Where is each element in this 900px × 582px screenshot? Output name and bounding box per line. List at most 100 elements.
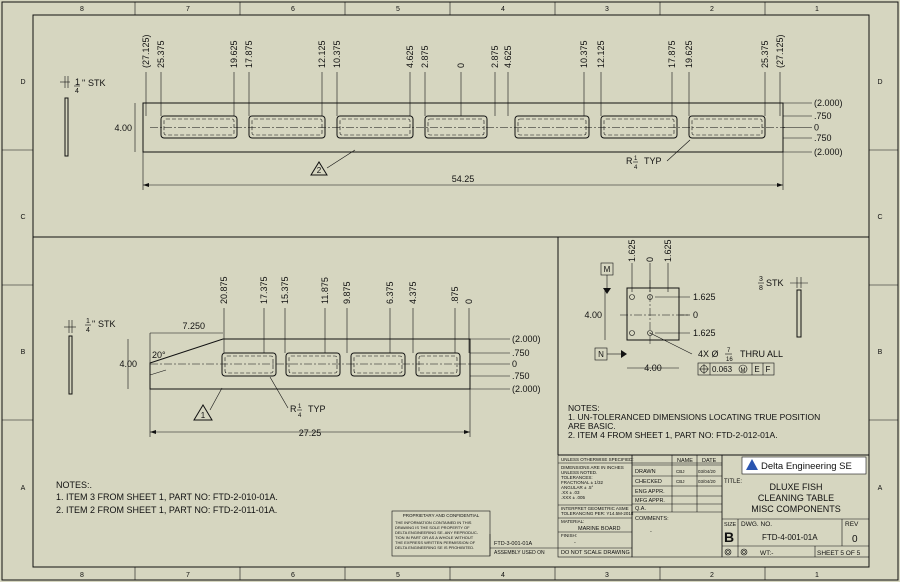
col-label-bottom: 6 (291, 572, 295, 579)
approval-label: CHECKED (635, 479, 662, 485)
spec-interp2: TOLERANCING PER: Y14.5M-2018 (561, 511, 634, 516)
view3-fcf-modifier: M (741, 368, 746, 374)
approval-comment: - (650, 529, 652, 535)
col-label-bottom: 3 (605, 572, 609, 579)
view1-top-dim: 17.875 (667, 40, 677, 68)
view1-stock-label: STK (88, 78, 106, 88)
view1-slot-hidden (427, 118, 485, 136)
view1-slot (160, 115, 238, 139)
size-value: B (724, 529, 734, 545)
view2-note-flag (193, 404, 213, 421)
col-label-top: 1 (815, 6, 819, 13)
proprietary-line: THE EXPRESS WRITTEN PERMISSION OF (395, 540, 476, 545)
view1-top-dim: 4.625 (503, 45, 513, 68)
view1-top-dim: (27.125) (141, 34, 151, 68)
view2-top-dim: 6.375 (385, 281, 395, 304)
next-assy-value: FTD-3-001-01A (494, 541, 533, 547)
notes-right-line: ARE BASIC. (568, 421, 616, 431)
view3-height-dim: 4.00 (584, 310, 602, 320)
row-label-left: A (21, 485, 26, 492)
notes-right: NOTES: 1. UN-TOLERANCED DIMENSIONS LOCAT… (568, 403, 820, 440)
view1-note-tag: 2 (317, 166, 322, 175)
approvals-date-header: DATE (702, 458, 717, 464)
proprietary-line: DELTA ENGINEERING SE IS PROHIBITED. (395, 545, 474, 550)
view1-top-dim: 19.625 (229, 40, 239, 68)
view2-top-dim: .875 (450, 286, 460, 304)
notes-left-line: 1. ITEM 3 FROM SHEET 1, PART NO: FTD-2-0… (56, 492, 278, 502)
view1-top-dim: 12.125 (317, 40, 327, 68)
approval-label: MFG APPR. (635, 498, 665, 504)
col-label-top: 2 (710, 6, 714, 13)
view1-slot (600, 115, 678, 139)
view3-top-dim: 1.625 (627, 239, 637, 262)
view1-slot-hidden (691, 118, 763, 136)
row-label-left: C (20, 214, 25, 221)
col-label-top: 4 (501, 6, 505, 13)
col-label-top: 6 (291, 6, 295, 13)
view1-top-dim: 25.375 (760, 40, 770, 68)
title-block: PROPRIETARY AND CONFIDENTIAL THE INFORMA… (391, 454, 870, 558)
material-value: MARINE BOARD (578, 526, 621, 532)
approval-date: 03/04/20 (698, 469, 716, 474)
weight: WT:- (760, 550, 773, 557)
view1-slot-hidden (251, 118, 323, 136)
view1-stock-num: 1 (75, 77, 80, 87)
view1-slot (248, 115, 326, 139)
view2-stock-label: STK (98, 319, 116, 329)
notes-right-line: 1. UN-TOLERANCED DIMENSIONS LOCATING TRU… (568, 412, 820, 422)
col-label-bottom: 2 (710, 572, 714, 579)
view1-top-dim: 10.375 (332, 40, 342, 68)
view1-radius-den: 4 (634, 165, 638, 171)
view3-fcf-datum2: F (766, 365, 771, 374)
view1-radius-suffix: TYP (644, 156, 662, 166)
title-line: CLEANING TABLE (758, 493, 834, 503)
view1-top-dim: 0 (456, 63, 466, 68)
spec-interp: INTERPRET GEOMETRIC ASME (561, 506, 629, 511)
approval-name: CBJ (676, 479, 685, 484)
view2-width-dim: 7.250 (182, 321, 205, 331)
spec-line: FRACTIONAL ± 1/32 (561, 480, 604, 485)
view1-length-dim: 54.25 (452, 174, 475, 184)
rev-value: 0 (852, 534, 858, 545)
material-label: MATERIAL: (561, 519, 584, 524)
view4-strip: 3 8 STK (758, 276, 808, 338)
view2-angle: 20° (152, 350, 166, 360)
notes-right-title: NOTES: (568, 403, 600, 413)
view1-stock-unit: " (82, 78, 85, 88)
approval-label: ENG APPR. (635, 489, 665, 495)
proprietary-line: TION IN PART OR AS A WHOLE WITHOUT (395, 535, 474, 540)
view2-right-dim: (2.000) (512, 334, 541, 344)
view1-slot-hidden (163, 118, 235, 136)
view1-slot (424, 115, 488, 139)
view2-right-dim: .750 (512, 371, 530, 381)
view2-stock-den: 4 (86, 327, 90, 334)
approval-name: CBJ (676, 469, 685, 474)
view2-top-dim: 17.375 (259, 276, 269, 304)
company-logo-box (741, 456, 867, 475)
col-label-top: 8 (80, 6, 84, 13)
view3-top-dim: 1.625 (663, 239, 673, 262)
finish-label: FINISH: (561, 533, 577, 538)
spec-line: .XXX ± .005 (561, 495, 585, 500)
title-line: DLUXE FISH (769, 482, 822, 492)
approval-label: DRAWN (635, 469, 656, 475)
proprietary-lines: THE INFORMATION CONTAINED IN THIS DRAWIN… (395, 520, 479, 550)
inner-border (32, 14, 870, 568)
view2-right-dim: (2.000) (512, 384, 541, 394)
view4-stock-num: 3 (759, 276, 763, 283)
size-label: SIZE (724, 522, 737, 528)
view2-slot-hidden (224, 355, 274, 374)
proprietary-line: DELTA ENGINEERING SE. ANY REPRODUC- (395, 530, 479, 535)
view3-top-dim: 0 (645, 257, 655, 262)
view1-top-dim: 17.875 (244, 40, 254, 68)
view1-top-dim: 2.875 (420, 45, 430, 68)
col-label-top: 5 (396, 6, 400, 13)
no-scale: DO NOT SCALE DRAWING (561, 550, 630, 556)
view4-edge-view (796, 289, 802, 338)
view1-long-board: 1 4 " STK (27.125) 25.375 19.625 17.875 12.1… (60, 34, 843, 190)
proprietary-line: THE INFORMATION CONTAINED IN THIS (395, 520, 472, 525)
view3-datum-m: M (604, 265, 611, 274)
row-label-left: B (21, 349, 26, 356)
